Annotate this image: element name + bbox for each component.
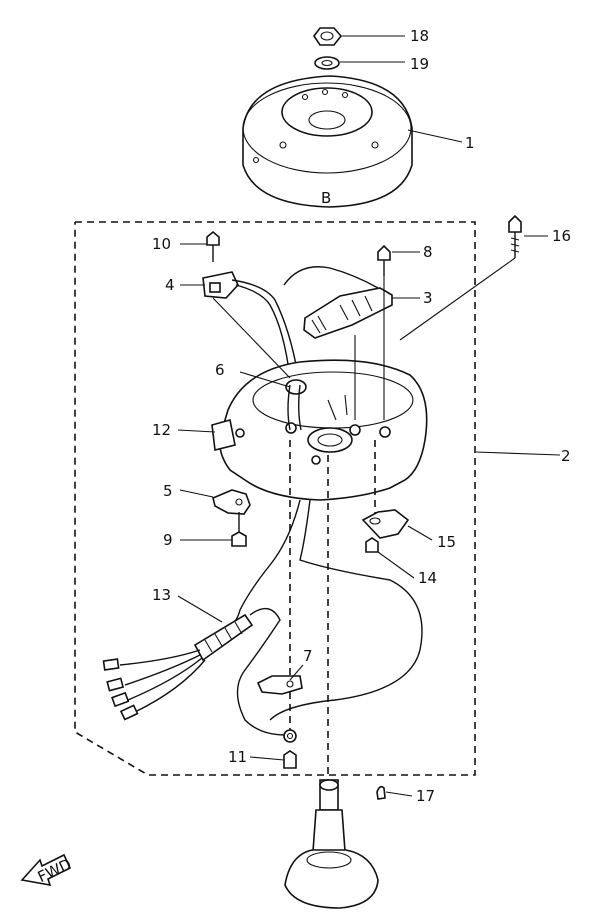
bracket-part-7: [256, 675, 303, 695]
screw-part-16: [508, 214, 522, 258]
screw-part-14: [365, 537, 379, 553]
screw-part-8: [377, 244, 391, 276]
callout-19: 19: [410, 55, 429, 73]
bracket-part-5: [212, 489, 251, 515]
callout-5: 5: [163, 482, 173, 500]
callout-6: 6: [215, 361, 225, 379]
callout-10: 10: [152, 235, 171, 253]
callout-leaders: [177, 35, 561, 797]
wiring-harness-part-13: [102, 499, 423, 736]
clamp-part-15: [361, 509, 410, 539]
stator-base-plate: [211, 359, 428, 501]
nut-part-18: [313, 27, 343, 46]
callout-11: 11: [228, 748, 247, 766]
flywheel-part-1: [242, 75, 413, 208]
explosion-leader-lines: [212, 257, 516, 780]
grommet-part-6: [285, 379, 307, 431]
coil-part-3: [283, 266, 393, 339]
screw-part-11: [283, 750, 297, 769]
callout-12: 12: [152, 421, 171, 439]
screw-part-10: [206, 230, 220, 262]
callout-15: 15: [437, 533, 456, 551]
callout-17: 17: [416, 787, 435, 805]
callout-16: 16: [552, 227, 571, 245]
crankshaft: [284, 779, 379, 909]
ground-terminal: [283, 729, 297, 743]
pickup-coil-part-4: [202, 271, 299, 379]
callout-3: 3: [423, 289, 433, 307]
callout-7: 7: [303, 647, 313, 665]
key-part-17: [376, 785, 386, 800]
fwd-arrow-icon: [20, 853, 72, 887]
callout-9: 9: [163, 531, 173, 549]
callout-4: 4: [165, 276, 175, 294]
washer-part-19: [314, 56, 340, 70]
callout-1: 1: [465, 134, 475, 152]
callout-8: 8: [423, 243, 433, 261]
screw-part-9: [231, 512, 247, 547]
callout-13: 13: [152, 586, 171, 604]
fwd-label: FWD: [35, 855, 74, 886]
callout-2: 2: [561, 447, 571, 465]
callout-14: 14: [418, 569, 437, 587]
flywheel-mark: B: [321, 189, 331, 207]
callout-18: 18: [410, 27, 429, 45]
assembly-boundary-dashed: [74, 221, 476, 776]
